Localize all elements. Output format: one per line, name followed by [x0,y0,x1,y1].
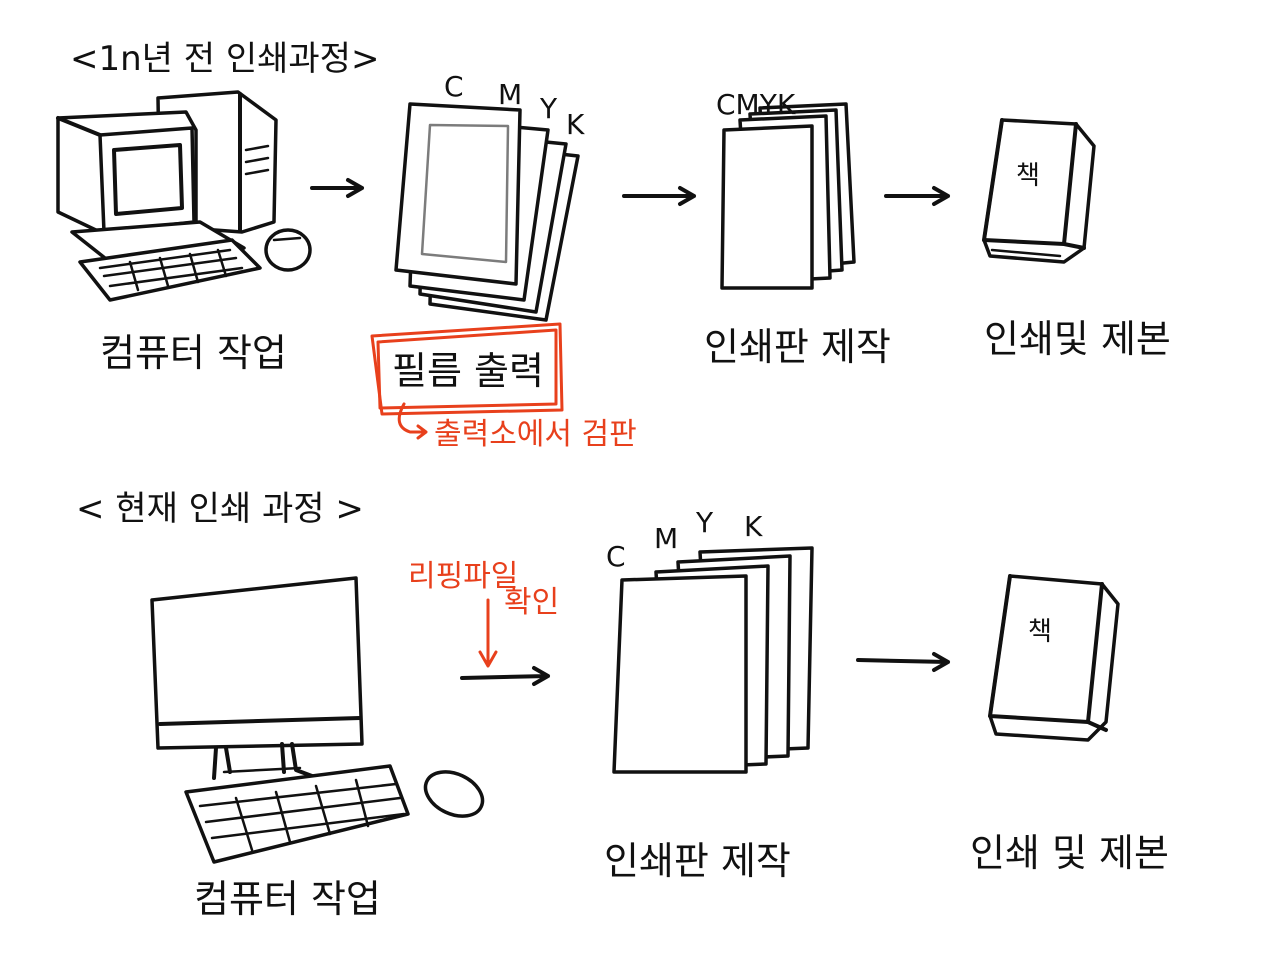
new-step-plate-label: 인쇄판 제작 [604,839,791,883]
arrow-icon [622,186,696,206]
film-label-c: C [444,70,464,103]
old-computer-icon [56,90,312,302]
film-output-highlight-box [370,322,564,416]
film-proof-note: 출력소에서 검판 [434,417,637,452]
down-arrow-icon [478,598,498,668]
book-label: 책 [1016,161,1040,191]
file-check-note-line1: 리핑파일 [408,559,518,594]
plate-labels: CMYK [716,88,796,121]
arrow-icon [460,666,550,686]
file-check-note-line2: 확인 [504,585,559,620]
old-step-plate-label: 인쇄판 제작 [704,325,891,369]
book-icon [982,118,1096,264]
new-plate-label-y: Y [695,506,714,539]
new-plate-label-m: M [654,522,678,555]
old-step-film-label: 필름 출력 [392,349,544,393]
hook-arrow-icon [397,402,428,440]
old-step-print-label: 인쇄및 제본 [984,317,1171,361]
printing-plates-icon [612,546,814,774]
film-label-m: M [498,78,522,111]
book-label-new: 책 [1028,617,1052,647]
section-old-title: <1n년 전 인쇄과정> [70,39,379,79]
arrow-icon [310,178,364,198]
section-new-title: < 현재 인쇄 과정 > [76,489,364,529]
new-step-computer-label: 컴퓨터 작업 [194,877,381,921]
book-icon [988,574,1120,742]
film-sheets-icon [394,102,580,322]
arrow-icon [884,186,950,206]
film-label-k: K [566,108,585,141]
arrow-icon [856,652,950,672]
film-label-y: Y [539,92,558,125]
new-plate-label-c: C [606,540,626,573]
new-plate-label-k: K [744,510,763,543]
old-step-computer-label: 컴퓨터 작업 [100,331,287,375]
printing-plates-icon [720,102,856,290]
modern-computer-icon [150,576,485,864]
new-step-print-label: 인쇄 및 제본 [970,831,1169,875]
